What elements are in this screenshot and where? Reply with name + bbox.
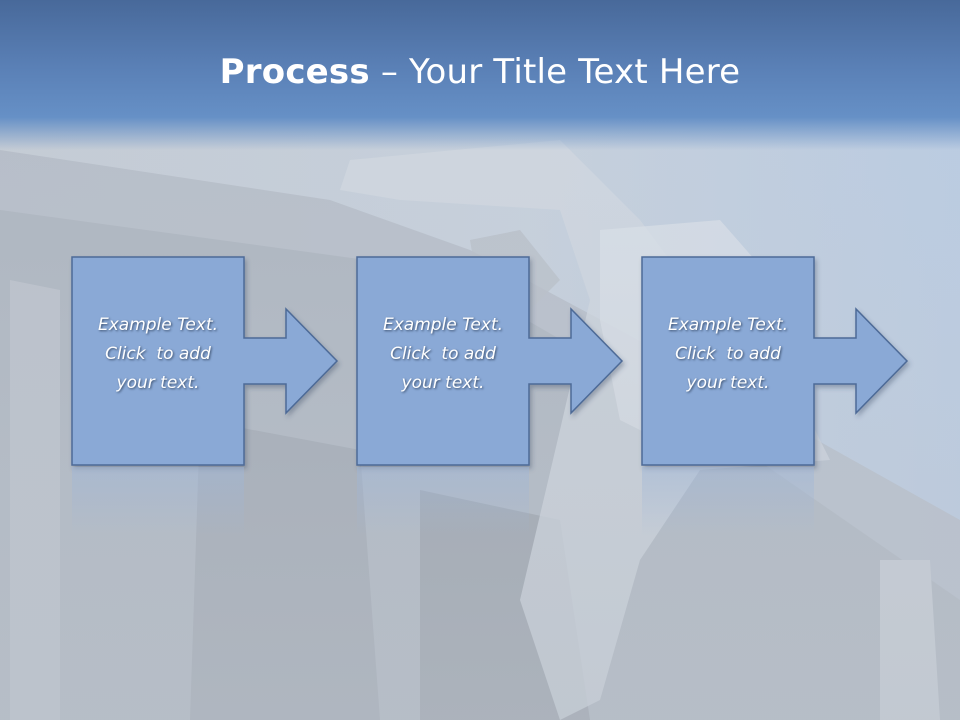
step-3-line-1: Example Text. — [667, 315, 789, 335]
process-step-3[interactable] — [641, 256, 909, 537]
step-2-line-3: your text. — [401, 373, 485, 393]
slide-title[interactable]: Process – Your Title Text Here — [0, 52, 960, 92]
title-separator: – — [369, 52, 410, 92]
step-1-line-1: Example Text. — [97, 315, 219, 335]
title-bold: Process — [219, 52, 370, 92]
step-3-line-2: Click to add — [675, 344, 781, 364]
process-step-2[interactable] — [356, 256, 624, 537]
title-bar — [0, 0, 960, 150]
step-2-shape — [356, 256, 624, 466]
step-1-line-3: your text. — [116, 373, 200, 393]
step-1-text[interactable]: Example Text. Click to add your text. — [72, 311, 244, 398]
step-3-reflection — [642, 467, 814, 537]
step-3-text[interactable]: Example Text. Click to add your text. — [642, 311, 814, 398]
step-2-reflection — [357, 467, 529, 537]
step-1-shape — [71, 256, 339, 466]
process-step-1[interactable] — [71, 256, 339, 537]
step-3-line-3: your text. — [686, 373, 770, 393]
step-1-reflection — [72, 467, 244, 537]
step-2-line-1: Example Text. — [382, 315, 504, 335]
title-rest: Your Title Text Here — [409, 52, 741, 92]
step-3-shape — [641, 256, 909, 466]
step-2-line-2: Click to add — [390, 344, 496, 364]
step-2-text[interactable]: Example Text. Click to add your text. — [357, 311, 529, 398]
step-1-line-2: Click to add — [105, 344, 211, 364]
